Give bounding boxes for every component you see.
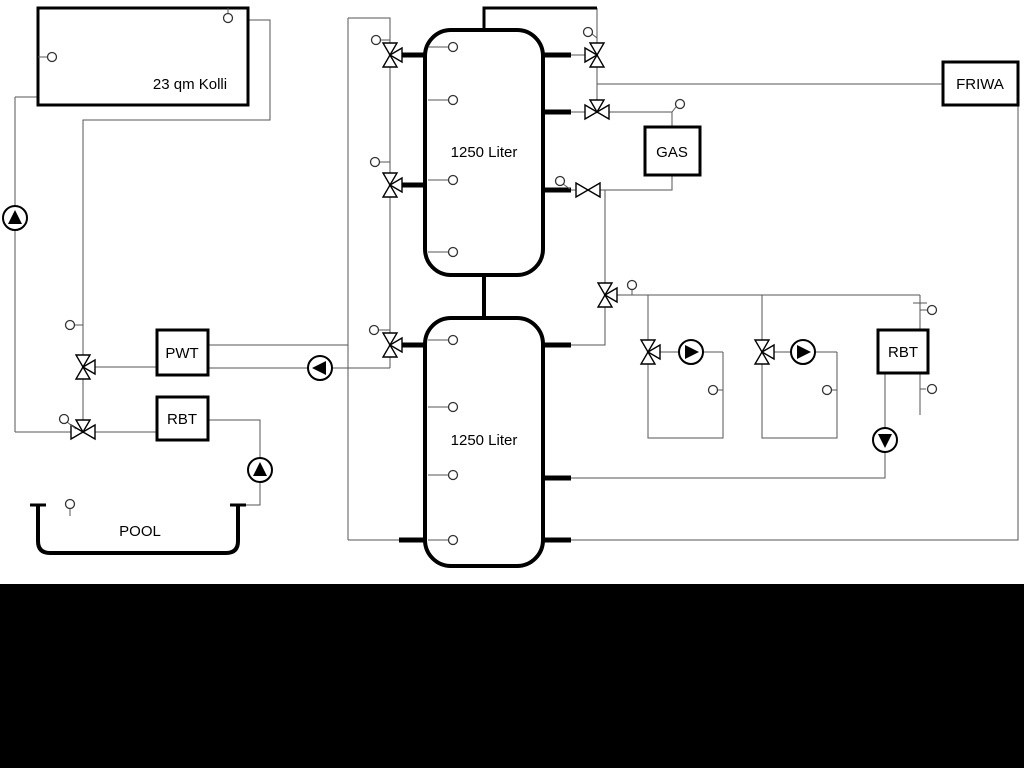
friwa-station-box (941, 60, 1020, 107)
pool-label: POOL (119, 523, 161, 540)
rbt-left-heat-exchanger-box (155, 395, 210, 442)
bottom-black-band (0, 584, 1024, 768)
friwa-label: FRIWA (956, 76, 1004, 93)
pool-pump-icon (247, 457, 273, 483)
tank1-sensor-2-icon (447, 94, 459, 106)
pool-basin (30, 503, 246, 555)
heating-pump-2-icon (790, 339, 816, 365)
rbt-right-heat-exchanger-box (876, 328, 930, 375)
riser-sensor-2-icon (369, 156, 381, 168)
gas-label: GAS (656, 144, 688, 161)
solar-pump-icon (2, 205, 28, 231)
rbt-supply-sensor-icon (926, 304, 938, 316)
gas-return-sensor-icon (554, 175, 566, 187)
main-headers (482, 6, 597, 320)
tank2-label: 1250 Liter (451, 432, 518, 449)
tank1-sensor-4-icon (447, 246, 459, 258)
temperature-sensors (38, 8, 938, 546)
rbt-left-label: RBT (167, 411, 197, 428)
gas-boiler-box (643, 125, 702, 177)
buffer-tank-2 (423, 316, 545, 568)
heating-circuit-2-sensor-icon (821, 384, 833, 396)
pwt-label: PWT (165, 345, 198, 362)
tank-ports (399, 52, 571, 543)
pwt-heat-exchanger-box (155, 328, 210, 377)
tank2-sensor-4-icon (447, 534, 459, 546)
tank2-sensor-2-icon (447, 401, 459, 413)
rbt-return-sensor-icon (926, 383, 938, 395)
riser-sensor-1-icon (370, 34, 382, 46)
gas-supply-sensor-icon (674, 98, 686, 110)
tank2-sensor-1-icon (447, 334, 459, 346)
tank1-sensor-3-icon (447, 174, 459, 186)
pool-sensor-icon (64, 498, 76, 510)
mixing-header-sensor-icon (626, 279, 638, 291)
dhw-valve-sensor-icon (582, 26, 594, 38)
rbt-right-label: RBT (888, 344, 918, 361)
collector-top-sensor-icon (222, 12, 234, 24)
rbt-return-pump-icon (872, 427, 898, 453)
collector-side-sensor-icon (46, 51, 58, 63)
tank1-label: 1250 Liter (451, 144, 518, 161)
collector-label: 23 qm Kolli (153, 76, 227, 93)
tank1-sensor-1-icon (447, 41, 459, 53)
buffer-tank-1 (423, 28, 545, 277)
heating-circuit-1-sensor-icon (707, 384, 719, 396)
pool-valve-sensor-icon (58, 413, 70, 425)
riser-sensor-3-icon (368, 324, 380, 336)
charge-pump-icon (307, 355, 333, 381)
heating-pump-1-icon (678, 339, 704, 365)
solar-flow-sensor-icon (64, 319, 76, 331)
tank2-sensor-3-icon (447, 469, 459, 481)
